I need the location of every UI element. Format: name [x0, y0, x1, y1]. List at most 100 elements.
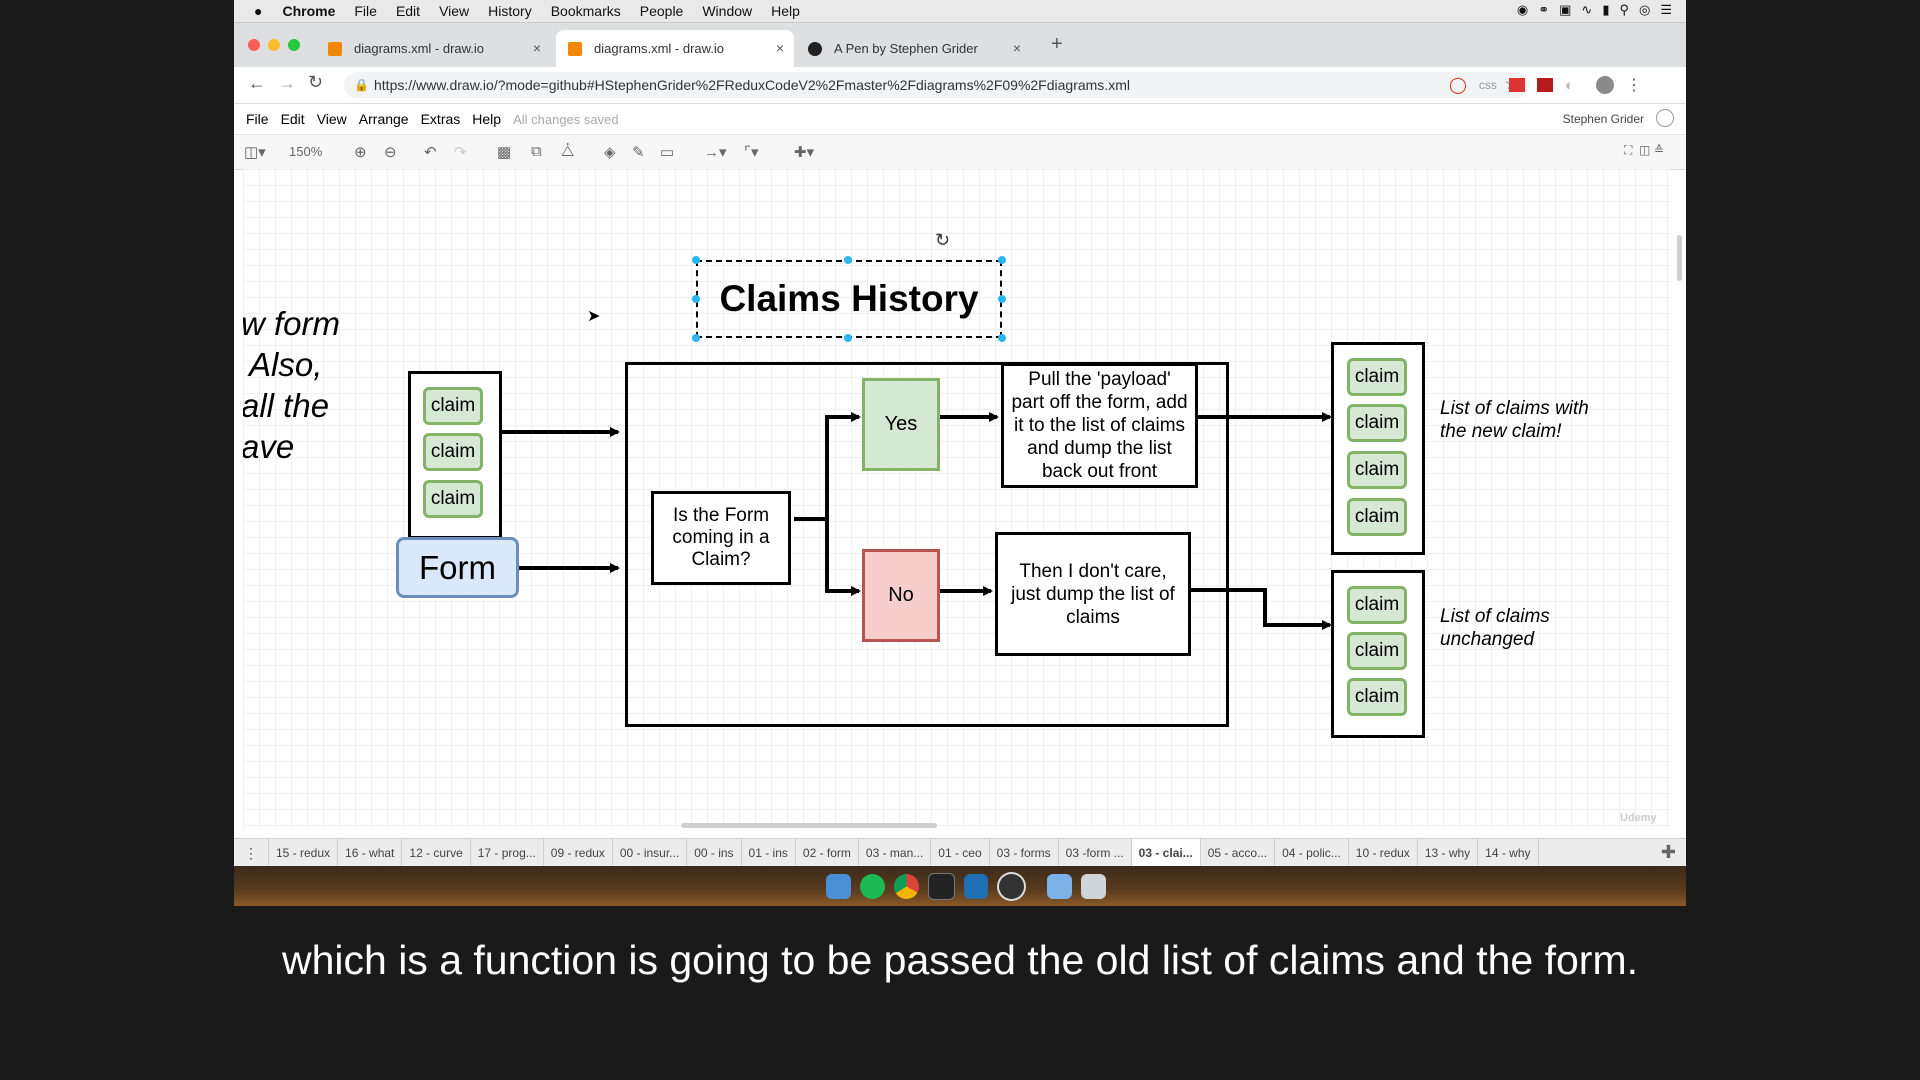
claim-item[interactable]: claim	[423, 387, 483, 425]
grey-extension-icon[interactable]: ◐	[1564, 76, 1574, 94]
resize-handle[interactable]	[692, 256, 700, 264]
notification-center-icon[interactable]: ☰	[1660, 2, 1672, 17]
drawio-menu-help[interactable]: Help	[472, 111, 502, 127]
user-name[interactable]: Stephen Grider	[1562, 112, 1644, 126]
page-tab[interactable]: 03 - forms	[990, 839, 1059, 867]
menu-window[interactable]: Window	[702, 3, 753, 19]
downloads-folder-icon[interactable]	[1047, 873, 1073, 899]
browser-tab-1[interactable]: diagrams.xml - draw.io ×	[316, 30, 551, 67]
page-tab[interactable]: 17 - prog...	[471, 839, 544, 867]
page-tab[interactable]: 09 - redux	[544, 839, 613, 867]
zoom-out-icon[interactable]: ⊖	[384, 144, 397, 161]
horizontal-scrollbar[interactable]	[681, 823, 937, 828]
resize-handle[interactable]	[692, 295, 700, 303]
page-tab[interactable]: 03 - man...	[859, 839, 932, 867]
page-tab-active[interactable]: 03 - clai...	[1131, 839, 1201, 867]
resize-handle[interactable]	[998, 334, 1006, 342]
vscode-icon[interactable]	[963, 873, 989, 899]
note-new-claim[interactable]: List of claims with the new claim!	[1440, 398, 1589, 442]
connection-icon[interactable]: →▾	[704, 144, 727, 161]
waypoints-icon[interactable]: ⌜▾	[744, 144, 759, 161]
new-tab-button[interactable]: +	[1051, 33, 1063, 55]
menu-file[interactable]: File	[354, 3, 377, 19]
yes-action-node[interactable]: Pull the 'payload' part off the form, ad…	[1001, 363, 1198, 488]
glasses-icon[interactable]: ⚭	[1538, 2, 1550, 17]
drawio-menu-file[interactable]: File	[246, 111, 269, 127]
language-globe-icon[interactable]	[1656, 109, 1674, 127]
page-tab[interactable]: 00 - ins	[687, 839, 742, 867]
claim-item[interactable]: claim	[1347, 678, 1407, 716]
rotate-handle-icon[interactable]: ↻	[935, 230, 951, 250]
reducer-container[interactable]	[625, 362, 1229, 727]
apple-icon[interactable]: ●	[254, 3, 263, 19]
drawio-menu-extras[interactable]: Extras	[420, 111, 461, 127]
menu-edit[interactable]: Edit	[395, 3, 421, 19]
page-tab[interactable]: 16 - what	[338, 839, 403, 867]
line-color-icon[interactable]: ✎	[632, 144, 645, 161]
resize-handle[interactable]	[998, 295, 1006, 303]
profile-avatar[interactable]	[1595, 76, 1614, 94]
close-window-button[interactable]	[248, 39, 260, 51]
browser-tab-2-active[interactable]: diagrams.xml - draw.io ×	[556, 30, 794, 67]
tab-close-icon[interactable]: ×	[775, 40, 784, 56]
to-front-icon[interactable]: ⧉	[531, 143, 542, 160]
no-action-node[interactable]: Then I don't care, just dump the list of…	[995, 532, 1191, 656]
menu-help[interactable]: Help	[771, 3, 800, 19]
page-tab[interactable]: 03 -form ...	[1059, 839, 1132, 867]
resize-handle[interactable]	[998, 256, 1006, 264]
delete-icon[interactable]: ▩	[497, 144, 512, 161]
page-tab[interactable]: 14 - why	[1478, 839, 1539, 867]
yes-node[interactable]: Yes	[862, 378, 940, 471]
badge-extension-icon[interactable]	[1536, 78, 1553, 92]
tab-close-icon[interactable]: ×	[532, 40, 541, 56]
chrome-menu-icon[interactable]: ⋮	[1625, 77, 1642, 94]
page-tab[interactable]: 00 - insur...	[613, 839, 688, 867]
page-tab[interactable]: 01 - ceo	[931, 839, 990, 867]
red-extension-icon[interactable]	[1508, 78, 1525, 92]
add-page-icon[interactable]: ✚	[1660, 842, 1676, 862]
insert-icon[interactable]: ✚▾	[794, 144, 815, 161]
page-tab[interactable]: 02 - form	[796, 839, 859, 867]
drawio-menu-edit[interactable]: Edit	[280, 111, 305, 127]
fill-color-icon[interactable]: ◈	[604, 144, 616, 161]
question-node[interactable]: Is the Form coming in a Claim?	[651, 491, 791, 585]
menu-app-name[interactable]: Chrome	[282, 3, 336, 19]
claim-item[interactable]: claim	[1347, 586, 1407, 624]
zoom-in-icon[interactable]: ⊕	[354, 144, 367, 161]
forward-icon[interactable]: →	[278, 73, 296, 93]
claim-item[interactable]: claim	[423, 480, 483, 518]
form-node[interactable]: Form	[396, 537, 519, 598]
pages-menu-icon[interactable]: ⋮	[234, 839, 269, 867]
diagram-title-selected[interactable]: Claims History	[696, 260, 1002, 338]
resize-handle[interactable]	[692, 334, 700, 342]
page-tab[interactable]: 10 - redux	[1349, 839, 1418, 867]
vertical-scrollbar[interactable]	[1677, 235, 1682, 281]
url-input[interactable]: 🔒 https://www.draw.io/?mode=github#HStep…	[344, 72, 1529, 98]
note-unchanged[interactable]: List of claims unchanged	[1440, 606, 1550, 650]
terminal-icon[interactable]	[927, 872, 955, 900]
battery-icon[interactable]: ▮	[1602, 2, 1610, 17]
zoom-level-select[interactable]: 150%	[289, 144, 323, 159]
page-tab[interactable]: 04 - polic...	[1275, 839, 1349, 867]
css-extension-icon[interactable]: css	[1478, 78, 1497, 92]
to-back-icon[interactable]: ⧊	[561, 143, 575, 160]
siri-icon[interactable]: ◎	[1639, 2, 1651, 17]
chrome-icon[interactable]	[893, 873, 919, 899]
redo-icon[interactable]: ↷	[454, 144, 467, 161]
docker-icon[interactable]: ▣	[1559, 2, 1572, 17]
claim-item[interactable]: claim	[1347, 498, 1407, 536]
reload-icon[interactable]: ↻	[308, 72, 324, 92]
maximize-window-button[interactable]	[288, 39, 300, 51]
trash-icon[interactable]	[1081, 873, 1106, 899]
drawio-menu-view[interactable]: View	[316, 111, 347, 127]
shadow-icon[interactable]: ▭	[660, 144, 675, 161]
creative-cloud-icon[interactable]: ◉	[1516, 2, 1529, 17]
menu-bookmarks[interactable]: Bookmarks	[550, 3, 621, 19]
page-tab[interactable]: 12 - curve	[402, 839, 471, 867]
claim-item[interactable]: claim	[423, 433, 483, 471]
spotlight-search-icon[interactable]: ⚲	[1619, 2, 1629, 17]
browser-tab-3[interactable]: A Pen by Stephen Grider ×	[796, 30, 1031, 67]
claim-item[interactable]: claim	[1347, 404, 1407, 442]
finder-icon[interactable]	[826, 873, 851, 899]
menu-people[interactable]: People	[639, 3, 684, 19]
